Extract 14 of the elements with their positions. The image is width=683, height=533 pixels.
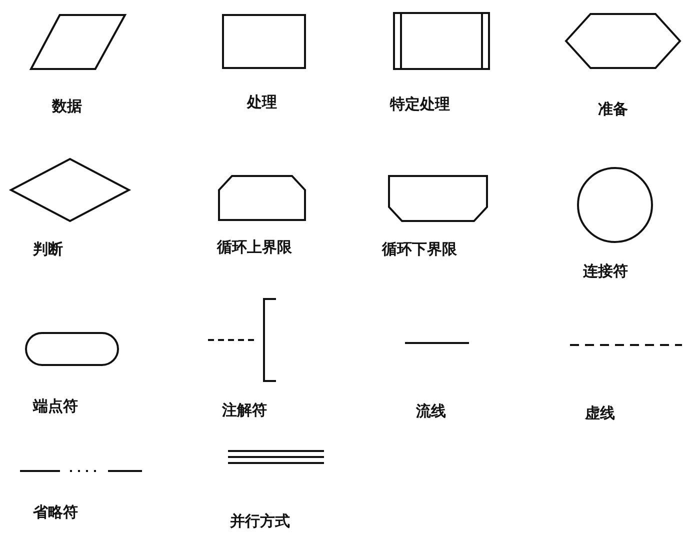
symbol-name: 特定处理	[390, 95, 450, 113]
symbol-name: 虚线	[585, 404, 615, 422]
symbol-name: 端点符	[33, 397, 78, 415]
symbol-name: 循环下界限	[382, 240, 457, 258]
symbol-name: 准备	[598, 100, 628, 118]
symbol-name: 连接符	[583, 262, 628, 280]
symbol-name: 判断	[33, 240, 63, 258]
symbol-name: 流线	[416, 402, 446, 420]
symbol-name: 注解符	[222, 401, 267, 419]
symbol-name: 省略符	[33, 503, 78, 521]
symbol-name: 循环上界限	[217, 238, 292, 256]
symbol-name: 数据	[52, 97, 82, 115]
symbol-name: 并行方式	[230, 512, 290, 530]
symbol-name: 处理	[247, 93, 277, 111]
